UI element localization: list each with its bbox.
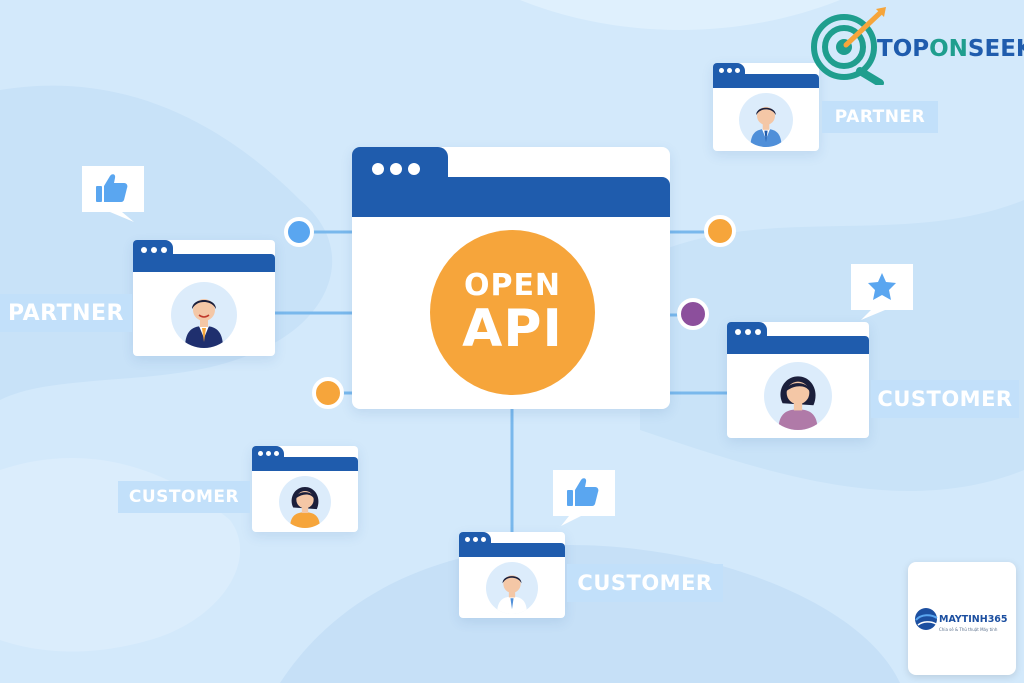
customer-window-left bbox=[252, 446, 358, 532]
connector-dot-blue bbox=[284, 217, 314, 247]
brand-on: ON bbox=[929, 36, 968, 62]
open-api-line2: API bbox=[462, 298, 563, 359]
window-dots bbox=[141, 247, 167, 253]
window-titlebar bbox=[727, 336, 869, 354]
api-window-titlebar bbox=[352, 177, 670, 217]
thumbs-up-icon bbox=[96, 174, 128, 202]
partner-avatar-male-blue bbox=[739, 93, 793, 147]
customer-label-bottom: CUSTOMER bbox=[567, 564, 723, 602]
window-dots bbox=[735, 329, 761, 335]
thumbs-up-icon bbox=[567, 478, 599, 506]
maytinh365-name: MAYTINH365 bbox=[939, 614, 1008, 625]
connector-dot-purple bbox=[677, 298, 709, 330]
customer-label-left: CUSTOMER bbox=[118, 481, 250, 513]
customer-avatar-female-yellow bbox=[279, 476, 331, 528]
window-dots bbox=[258, 451, 279, 456]
window-titlebar bbox=[713, 74, 819, 88]
brand-seek: SEEK bbox=[967, 36, 1024, 62]
toponseek-wordmark: TOPONSEEK bbox=[877, 36, 1024, 62]
connector-dot-orange-right bbox=[704, 215, 736, 247]
window-titlebar bbox=[252, 457, 358, 471]
partner-label-left: PARTNER bbox=[0, 294, 132, 332]
customer-label-right: CUSTOMER bbox=[871, 380, 1019, 418]
partner-window-right bbox=[713, 63, 819, 151]
partner-label-right: PARTNER bbox=[822, 101, 938, 133]
maytinh365-watermark: MAYTINH365 Chia sẻ & Thủ thuật Máy tính bbox=[908, 562, 1016, 675]
customer-avatar-male-white bbox=[486, 562, 538, 614]
star-bubble bbox=[851, 264, 913, 320]
toponseek-target-icon bbox=[811, 7, 886, 85]
customer-avatar-female-purple bbox=[764, 362, 832, 430]
partner-avatar-male bbox=[171, 282, 237, 348]
star-icon bbox=[868, 273, 896, 300]
maytinh365-globe-icon bbox=[915, 608, 938, 630]
thumbs-up-bubble-bottom bbox=[553, 470, 615, 526]
customer-window-right bbox=[727, 322, 869, 438]
api-window-dots bbox=[372, 163, 420, 175]
thumbs-up-bubble-left bbox=[82, 166, 144, 222]
connector-dot-orange-left bbox=[312, 377, 344, 409]
customer-window-bottom bbox=[459, 532, 565, 618]
window-titlebar bbox=[459, 543, 565, 557]
brand-top: TOP bbox=[877, 36, 930, 62]
partner-window-left bbox=[133, 240, 275, 356]
window-dots bbox=[465, 537, 486, 542]
open-api-line1: OPEN bbox=[463, 267, 562, 303]
window-titlebar bbox=[133, 254, 275, 272]
open-api-badge: OPEN API bbox=[430, 230, 595, 395]
window-dots bbox=[719, 68, 740, 73]
maytinh365-tagline: Chia sẻ & Thủ thuật Máy tính bbox=[939, 627, 998, 632]
